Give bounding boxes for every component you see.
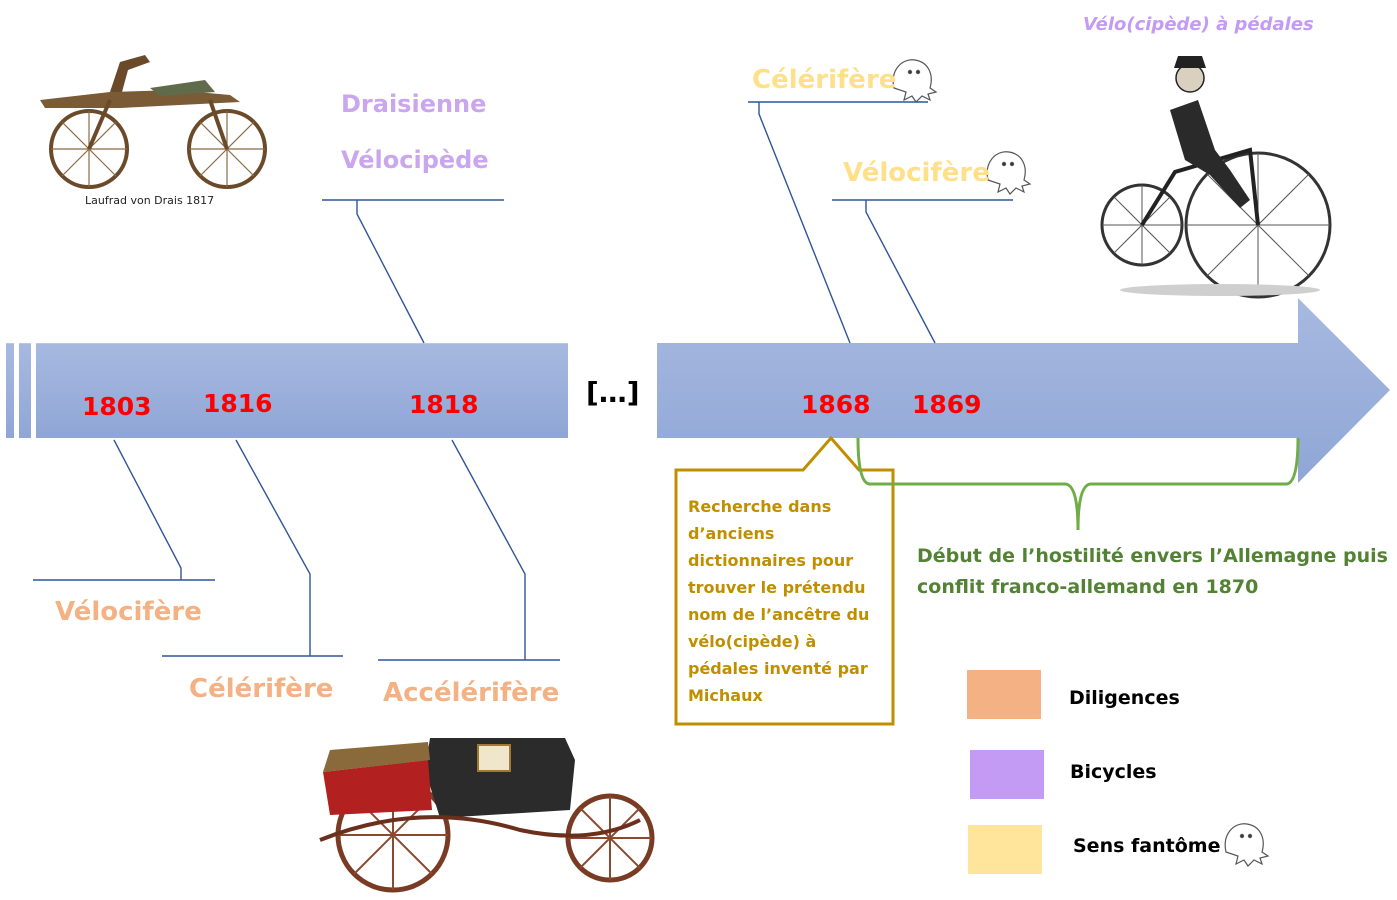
label-velocipede: Vélocipède: [341, 146, 489, 174]
label-accelerifere-1818: Accélérifère: [383, 678, 560, 708]
callout-gold-text: Recherche dans d’anciens dictionnaires p…: [688, 497, 870, 705]
timeline-ellipsis: […]: [586, 376, 640, 409]
timeline-bar-sliver-2: [19, 343, 31, 438]
legend-swatch-diligences: [967, 670, 1041, 719]
label-velocifere-1869: Vélocifère: [843, 158, 990, 188]
connector-1869-top: [865, 200, 936, 344]
connector-1803: [113, 439, 182, 580]
year-1868: 1868: [801, 390, 871, 419]
label-celerifere-1868: Célérifère: [752, 65, 897, 95]
draisine-image: [40, 55, 267, 189]
label-velo-pedales: Vélo(cipède) à pédales: [1083, 14, 1314, 35]
ghost-icon: [892, 59, 938, 103]
year-1816: 1816: [203, 389, 273, 418]
label-draisienne: Draisienne: [341, 90, 487, 118]
timeline-bar-sliver-1: [6, 343, 14, 438]
draisine-caption: Laufrad von Drais 1817: [85, 194, 215, 207]
brace-note-line1: Début de l’hostilité envers l’Allemagne …: [917, 545, 1388, 567]
legend-label-sens-fantome: Sens fantôme: [1073, 835, 1221, 857]
timeline-bar-left: [36, 343, 568, 438]
legend-label-bicycles: Bicycles: [1070, 761, 1157, 783]
connector-1818-top: [356, 200, 425, 344]
year-1803: 1803: [82, 392, 152, 421]
connector-1818-bottom: [451, 439, 526, 660]
legend-swatch-sens-fantome: [968, 825, 1042, 874]
ghost-icon: [986, 151, 1032, 195]
legend-swatch-bicycles: [970, 750, 1044, 799]
timeline-arrow-right: [657, 298, 1390, 483]
carriage-image: [319, 738, 655, 893]
connector-1868-top: [758, 102, 851, 344]
brace-green: [856, 437, 1300, 531]
velocipede-image: [1100, 56, 1332, 299]
label-celerifere-1816: Célérifère: [189, 674, 334, 704]
ghost-icon: [1224, 823, 1270, 867]
year-1818: 1818: [409, 390, 479, 419]
connector-1816: [235, 439, 311, 656]
callout-gold-border: [674, 435, 895, 726]
label-velocifere-1803: Vélocifère: [55, 597, 202, 627]
year-1869: 1869: [912, 390, 982, 419]
legend-label-diligences: Diligences: [1069, 687, 1180, 709]
legend: Diligences Bicycles Sens fantôme: [966, 670, 1386, 880]
brace-note-line2: conflit franco-allemand en 1870: [917, 576, 1259, 598]
